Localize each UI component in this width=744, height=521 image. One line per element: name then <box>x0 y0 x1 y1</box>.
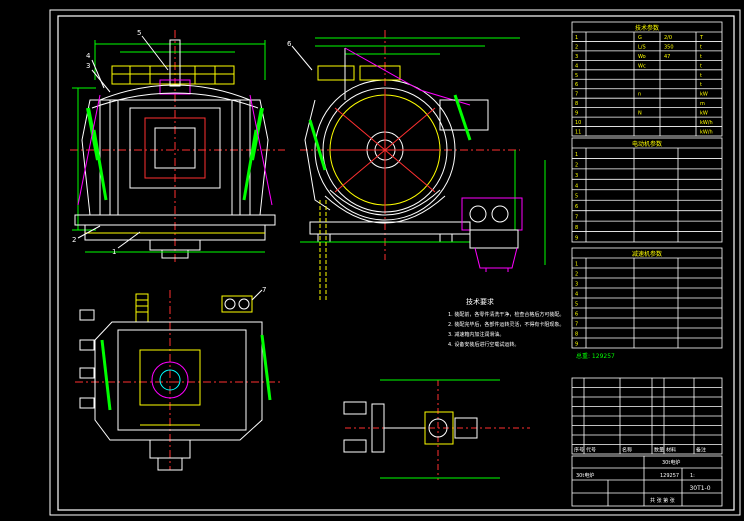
motor-row-cell: 5 <box>575 194 578 200</box>
params-row-cell: kW/h <box>700 130 713 136</box>
note-4: 4. 设备安装后进行空载试运转。 <box>448 341 519 348</box>
params-row-cell: Wo <box>638 54 646 60</box>
callout-4: 4 <box>86 52 91 60</box>
params-row-cell: 350 <box>664 44 674 50</box>
bom-header-cell: 数量 <box>654 447 664 454</box>
params-row-cell: Wc <box>638 63 646 69</box>
params-row-cell: G <box>638 35 642 41</box>
params-row-cell: 6 <box>575 82 578 88</box>
title-name: 30t电炉 <box>662 459 680 466</box>
params-row-cell: t <box>700 73 702 79</box>
reducer-row-cell: 5 <box>575 302 578 308</box>
params-row-cell: kW <box>700 92 708 98</box>
params-row-cell: 11 <box>575 130 581 136</box>
motor-row-cell: 4 <box>575 183 578 189</box>
bom-table <box>571 377 723 455</box>
motor-row-cell: 8 <box>575 225 578 231</box>
outer-frame <box>49 9 741 516</box>
params-row-cell: 4 <box>575 63 578 69</box>
motor-row-cell: 9 <box>575 236 578 242</box>
title-sheet: 共 张 第 张 <box>650 497 675 504</box>
callout-6: 6 <box>287 40 292 48</box>
params-row-cell: 7 <box>575 92 578 98</box>
title-weight: 129257 <box>660 473 679 479</box>
reducer-table <box>571 247 723 349</box>
technical-notes: 技术要求 1. 装配前，各零件清洗干净，检查合格后方可装配。 2. 装配完毕后，… <box>448 297 564 348</box>
params-row-cell: t <box>700 44 702 50</box>
params-row-cell: T <box>699 35 704 41</box>
side-view <box>291 30 546 300</box>
params-row-cell: t <box>700 82 702 88</box>
bom-header-cell: 代号 <box>586 447 596 454</box>
reducer-row-cell: 8 <box>575 332 578 338</box>
total-weight-label: 总重: 129257 <box>576 352 615 360</box>
params-row-cell: 3 <box>575 54 578 60</box>
note-3: 3. 减速箱内加注润滑油。 <box>448 331 504 338</box>
title-block <box>571 455 723 507</box>
params-row-cell: 5 <box>575 73 578 79</box>
params-row-cell: t <box>700 63 702 69</box>
bom-header-cell: 备注 <box>696 447 706 454</box>
motor-title: 电动机参数 <box>632 140 662 148</box>
motor-row-cell: 3 <box>575 173 578 179</box>
params-row-cell: m <box>700 101 705 107</box>
reducer-row-cell: 2 <box>575 272 578 278</box>
params-row-cell: t <box>700 54 702 60</box>
params-row-cell: 2/0 <box>664 35 672 41</box>
bom-rows: 序号代号 名称 数量材料 备注 <box>574 447 706 454</box>
title-scale: 1: <box>690 473 695 479</box>
params-title: 技术参数 <box>635 24 659 32</box>
title-drawing-no: 30t电炉 <box>576 472 594 479</box>
reducer-row-cell: 6 <box>575 312 578 318</box>
reducer-row-cell: 7 <box>575 322 578 328</box>
params-row-cell: 1 <box>575 35 578 41</box>
title-code: 30T1-0 <box>689 485 710 492</box>
top-view <box>75 289 280 471</box>
note-2: 2. 装配完毕后，各部件运转灵活，不得有卡阻现象。 <box>448 321 564 328</box>
motor-row-cell: 6 <box>575 204 578 210</box>
motor-row-cell: 2 <box>575 162 578 168</box>
plan-detail-view <box>343 379 530 480</box>
params-row-cell: 9 <box>575 111 578 117</box>
params-row-cell: 8 <box>575 101 578 107</box>
inner-frame <box>57 15 735 511</box>
bom-header-cell: 材料 <box>666 447 676 454</box>
motor-table <box>571 137 723 243</box>
motor-row-cell: 1 <box>575 152 578 158</box>
notes-heading: 技术要求 <box>466 297 494 306</box>
reducer-row-cell: 3 <box>575 282 578 288</box>
note-1: 1. 装配前，各零件清洗干净，检查合格后方可装配。 <box>448 311 564 318</box>
callout-7: 7 <box>262 286 266 294</box>
callout-2: 2 <box>72 236 76 244</box>
reducer-rows: 1 2 3 4 5 6 7 8 9 <box>575 262 578 348</box>
reducer-title: 减速机参数 <box>632 250 662 258</box>
params-row-cell: kW <box>700 111 708 117</box>
reducer-row-cell: 1 <box>575 262 578 268</box>
callout-1: 1 <box>112 248 116 256</box>
front-view <box>70 30 285 262</box>
params-row-cell: 10 <box>575 120 581 126</box>
params-row-cell: kW/h <box>700 120 713 126</box>
params-table <box>571 21 723 137</box>
bom-header-cell: 名称 <box>622 447 632 454</box>
params-row-cell: 47 <box>664 54 670 60</box>
motor-rows: 1 2 3 4 5 6 7 8 9 <box>575 152 578 242</box>
callout-5: 5 <box>137 29 141 37</box>
reducer-row-cell: 9 <box>575 342 578 348</box>
reducer-row-cell: 4 <box>575 292 578 298</box>
callout-3: 3 <box>86 62 90 70</box>
params-row-cell: 2 <box>575 44 578 50</box>
bom-header-cell: 序号 <box>574 447 584 454</box>
params-row-cell: n <box>638 92 641 98</box>
params-row-cell: L/S <box>638 44 646 50</box>
motor-row-cell: 7 <box>575 215 578 221</box>
params-row-cell: N <box>638 111 642 117</box>
